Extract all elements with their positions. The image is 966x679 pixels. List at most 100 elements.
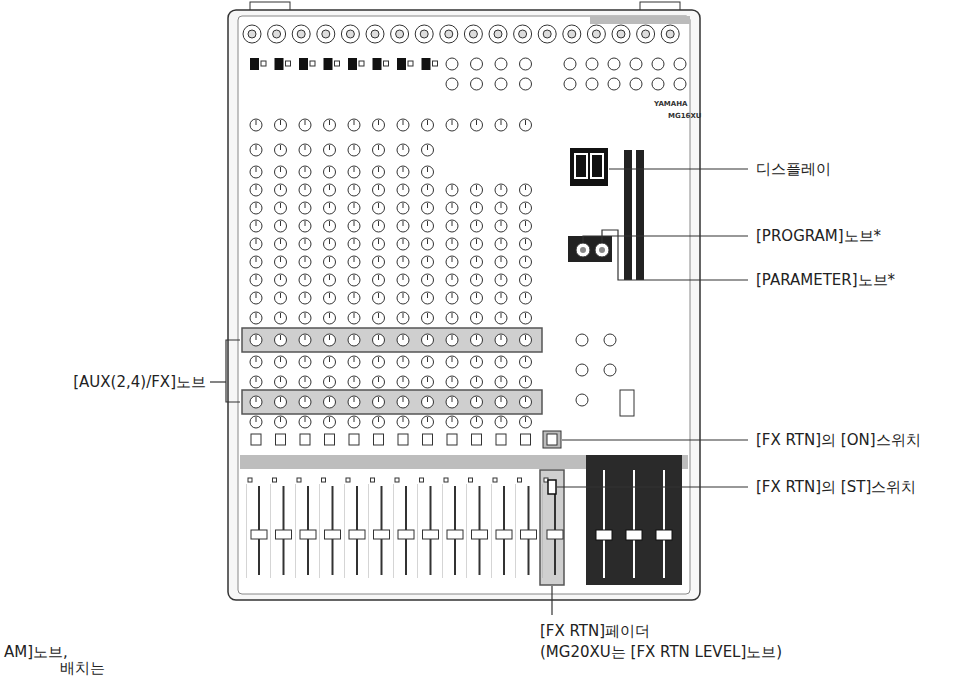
- knob-pointer: [256, 377, 257, 382]
- channel-knob: [495, 119, 507, 131]
- channel-knob: [373, 312, 385, 324]
- xlr-jack-inner: [273, 30, 281, 38]
- phone-jack: [520, 78, 532, 90]
- channel-strip-line: [466, 484, 468, 578]
- channel-knob: [520, 274, 532, 286]
- knob-pointer: [525, 335, 526, 340]
- knob-pointer: [329, 167, 330, 172]
- channel-knob: [373, 416, 385, 428]
- channel-knob: [446, 376, 458, 388]
- channel-knob: [373, 274, 385, 286]
- channel-knob: [275, 416, 287, 428]
- knob-pointer: [280, 275, 281, 280]
- channel-knob: [299, 356, 311, 368]
- channel-strip-line: [319, 484, 321, 578]
- channel-button: [374, 434, 384, 445]
- xlr-jack: [538, 25, 556, 43]
- knob-pointer: [354, 335, 355, 340]
- channel-knob: [373, 292, 385, 304]
- channel-knob: [324, 220, 336, 232]
- phone-jack: [564, 58, 576, 70]
- xlr-jack-inner: [666, 30, 674, 38]
- xlr-jack: [637, 25, 655, 43]
- channel-knob: [348, 256, 360, 268]
- channel-knob: [446, 396, 458, 408]
- channel-knob: [397, 119, 409, 131]
- channel-knob: [446, 312, 458, 324]
- channel-knob: [348, 220, 360, 232]
- channel-strip-line: [270, 484, 272, 578]
- channel-knob: [422, 356, 434, 368]
- knob-pointer: [452, 275, 453, 280]
- xlr-jack-inner: [568, 30, 576, 38]
- xlr-jack: [415, 25, 433, 43]
- master-track: [603, 470, 605, 578]
- phone-jack: [446, 58, 458, 70]
- knob-pointer: [305, 145, 306, 150]
- channel-knob: [250, 144, 262, 156]
- channel-knob: [250, 119, 262, 131]
- channel-knob: [422, 376, 434, 388]
- fader-cap: [547, 530, 563, 539]
- knob-pointer: [452, 120, 453, 125]
- knob-pointer: [329, 357, 330, 362]
- channel-knob: [422, 166, 434, 178]
- channel-knob: [275, 376, 287, 388]
- channel-knob: [373, 256, 385, 268]
- knob-pointer: [305, 397, 306, 402]
- knob-pointer: [476, 293, 477, 298]
- channel-knob: [250, 256, 262, 268]
- knob-pointer: [280, 145, 281, 150]
- channel-knob: [520, 396, 532, 408]
- knob-pointer: [280, 397, 281, 402]
- channel-knob: [250, 396, 262, 408]
- channel-button: [423, 434, 433, 445]
- xlr-jack-inner: [420, 30, 428, 38]
- channel-knob: [250, 274, 262, 286]
- fader-cap: [521, 530, 537, 539]
- knob-pointer: [354, 313, 355, 318]
- channel-knob: [324, 166, 336, 178]
- channel-knob: [446, 238, 458, 250]
- channel-knob: [520, 184, 532, 196]
- knob-pointer: [354, 185, 355, 190]
- knob-pointer: [525, 257, 526, 262]
- knob-pointer: [501, 397, 502, 402]
- leader-line: [557, 486, 748, 487]
- channel-knob: [299, 256, 311, 268]
- channel-knob: [299, 184, 311, 196]
- knob-pointer: [403, 313, 404, 318]
- channel-knob: [495, 376, 507, 388]
- st-switch: [548, 480, 556, 494]
- led: [469, 478, 473, 482]
- knob-pointer: [476, 275, 477, 280]
- channel-knob: [422, 256, 434, 268]
- channel-button: [251, 434, 261, 445]
- channel-knob: [275, 202, 287, 214]
- channel-knob: [471, 334, 483, 346]
- channel-knob: [446, 220, 458, 232]
- phone-jack: [608, 58, 620, 70]
- knob-pointer: [427, 257, 428, 262]
- return-knob: [604, 364, 616, 376]
- channel-knob: [495, 396, 507, 408]
- knob-pointer: [378, 257, 379, 262]
- knob-pointer: [378, 203, 379, 208]
- phone-jack: [495, 58, 507, 70]
- channel-button: [276, 434, 286, 445]
- knob-pointer: [305, 377, 306, 382]
- knob-pointer: [354, 257, 355, 262]
- knob-pointer: [427, 417, 428, 422]
- knob-pointer: [427, 335, 428, 340]
- xlr-jack-inner: [617, 30, 625, 38]
- knob-pointer: [501, 185, 502, 190]
- pad-switch: [324, 58, 333, 70]
- fader-cap: [349, 530, 365, 539]
- callout-label: (MG20XU는 [FX RTN LEVEL]노브): [540, 643, 782, 661]
- led: [371, 478, 375, 482]
- knob-pointer: [501, 120, 502, 125]
- knob-pointer: [525, 397, 526, 402]
- master-block: [586, 455, 682, 585]
- knob-pointer: [354, 357, 355, 362]
- leader-line: [609, 168, 748, 169]
